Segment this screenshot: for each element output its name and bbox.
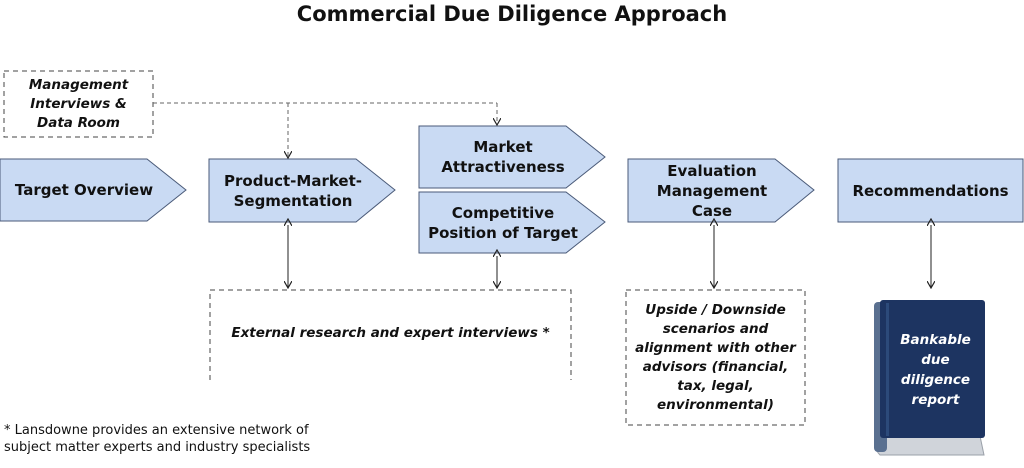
- report-label: Bankable due diligence report: [900, 331, 971, 408]
- step-competitive-position: Competitive Position of Target: [428, 203, 578, 242]
- product-market-shape: [208, 158, 396, 223]
- step-product-market-segmentation: Product-Market- Segmentation: [224, 171, 362, 210]
- management-interviews-label: Management Interviews & Data Room: [28, 76, 129, 131]
- scenarios-label: Upside / Downside scenarios and alignmen…: [635, 301, 796, 413]
- scenarios-box-border: [625, 289, 806, 426]
- report-book-icon: [874, 300, 985, 456]
- management-box-border: [3, 70, 154, 138]
- step-target-overview: Target Overview: [14, 181, 154, 199]
- external-research-box-border: [209, 289, 572, 380]
- step-evaluation-management-case: Evaluation Management Case: [656, 161, 768, 220]
- market-attractiveness-shape: [418, 125, 606, 189]
- evaluation-shape: [627, 158, 815, 223]
- step-market-attractiveness: Market Attractiveness: [441, 138, 565, 176]
- external-research-label: External research and expert interviews …: [231, 324, 550, 341]
- competitive-position-shape: [418, 191, 606, 254]
- diagram-title: Commercial Due Diligence Approach: [296, 2, 728, 26]
- recommendations-shape: [837, 158, 1024, 223]
- footnote: * Lansdowne provides an extensive networ…: [4, 423, 311, 455]
- target-overview-shape: [0, 158, 187, 222]
- step-recommendations: Recommendations: [852, 181, 1009, 200]
